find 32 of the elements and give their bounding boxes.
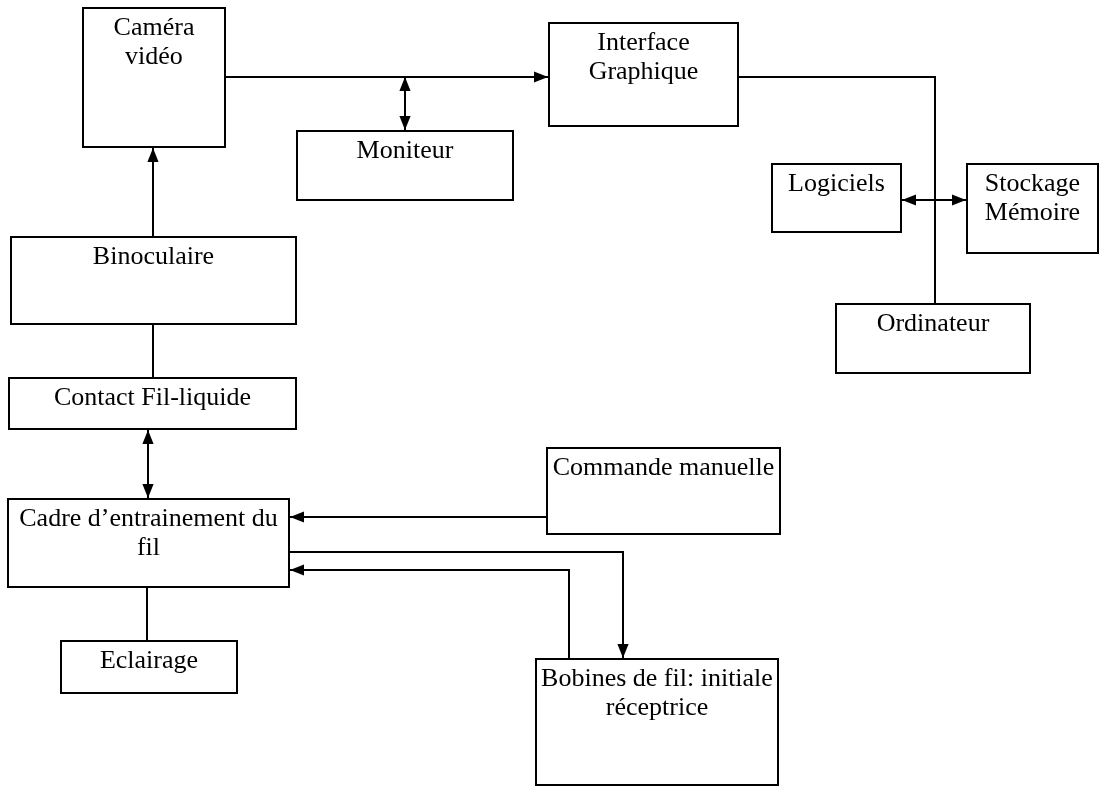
process-box: [82, 7, 226, 148]
node-label: Caméra vidéo: [112, 13, 196, 71]
node-label: Ordinateur: [876, 309, 990, 338]
connector-arrow: [289, 511, 547, 523]
node-label: Cadre d’entrainement du fil: [18, 504, 279, 562]
process-box: [8, 377, 297, 430]
connector-arrow: [142, 429, 154, 499]
connector-arrow: [289, 551, 629, 659]
process-box: [10, 236, 297, 325]
process-box: [546, 447, 781, 535]
process-box: [296, 130, 514, 201]
process-box: [60, 640, 238, 694]
connector-arrow: [147, 147, 159, 237]
node-label: Stockage Mémoire: [983, 169, 1082, 227]
process-box: [548, 22, 739, 127]
node-label: Commande manuelle: [552, 453, 775, 482]
connector-arrow: [225, 71, 549, 83]
connector-arrow: [901, 194, 967, 206]
process-box: [835, 303, 1031, 374]
node-label: Bobines de fil: initiale réceptrice: [541, 664, 773, 722]
process-box: [535, 658, 779, 786]
process-box: [771, 163, 902, 233]
connector-arrow: [399, 76, 411, 131]
node-label: Binoculaire: [92, 242, 215, 271]
process-box: [7, 498, 290, 588]
node-label: Contact Fil-liquide: [53, 383, 252, 412]
node-label: Moniteur: [356, 136, 454, 165]
connector-arrow: [289, 564, 570, 659]
node-label: Logiciels: [788, 169, 885, 198]
node-label: Eclairage: [99, 646, 199, 675]
process-box: [966, 163, 1099, 254]
node-label: Interface Graphique: [587, 28, 700, 86]
